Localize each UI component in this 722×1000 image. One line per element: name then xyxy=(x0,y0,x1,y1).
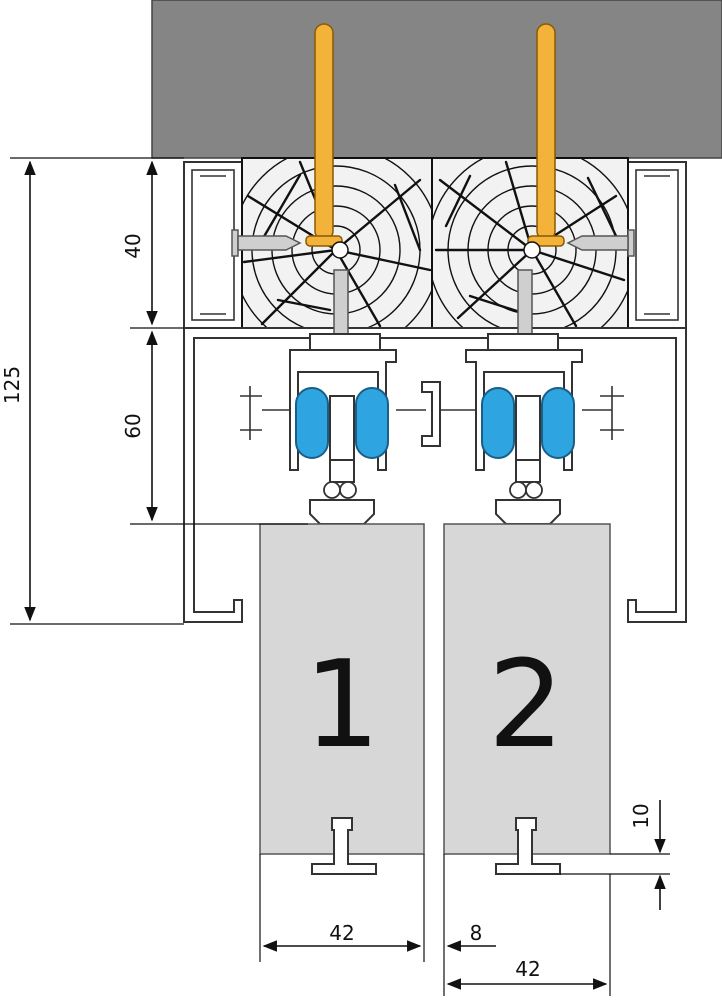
track-profile-right xyxy=(440,333,624,483)
anchor-bolt-left xyxy=(305,23,349,259)
dimension-door-width-2: 42 xyxy=(446,874,611,996)
ceiling-slab xyxy=(151,0,722,159)
door-hanger-right xyxy=(495,481,561,525)
door-panel-2 xyxy=(443,523,611,855)
dimension-profile-height: 60 xyxy=(121,330,308,525)
dimension-profile-height-label: 60 xyxy=(121,413,145,438)
dimension-total-height: 125 xyxy=(0,157,184,625)
dimension-bottom-guide: 10 xyxy=(560,800,670,910)
anchor-bolt-right xyxy=(523,23,565,259)
dimension-bottom-guide-label: 10 xyxy=(629,803,653,828)
right-side-screw xyxy=(566,229,635,257)
dimension-door-width-2-label: 42 xyxy=(515,957,540,981)
dimension-wood-height: 40 xyxy=(121,160,184,329)
door-label-2: 2 xyxy=(488,636,564,775)
right-side-trim xyxy=(627,161,687,329)
dimension-wood-height-label: 40 xyxy=(121,233,145,258)
floor-guide-1 xyxy=(311,817,377,875)
dimension-total-height-label: 125 xyxy=(0,366,24,404)
door-hanger-left xyxy=(309,481,375,525)
dimension-door-gap-label: 8 xyxy=(470,921,483,945)
left-side-screw xyxy=(231,229,302,257)
track-profile-left xyxy=(240,333,441,483)
dimension-door-width-1-label: 42 xyxy=(329,921,354,945)
door-panel-1 xyxy=(259,523,425,855)
dimension-door-width-1: 42 xyxy=(259,854,425,962)
dimension-door-gap: 8 xyxy=(443,854,496,996)
door-label-1: 1 xyxy=(304,636,380,775)
track-housing xyxy=(183,327,687,623)
